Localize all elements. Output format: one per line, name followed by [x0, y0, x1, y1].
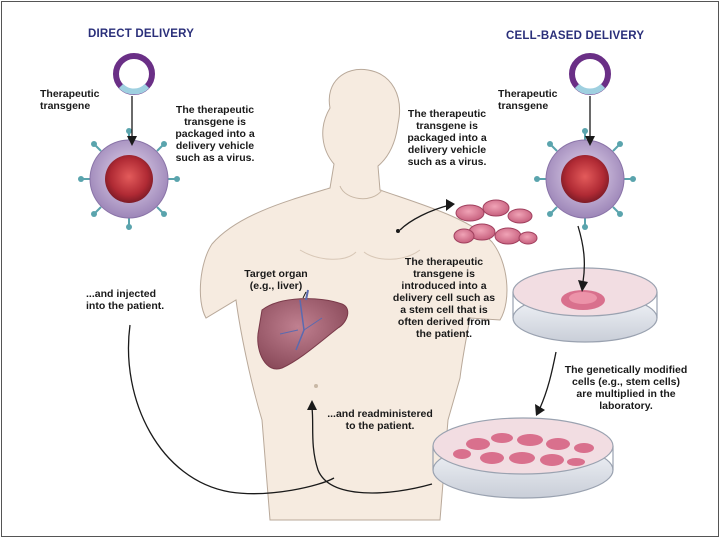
petri-dish-upper — [512, 267, 658, 343]
label-packaged-right: The therapeutic transgene is packaged in… — [407, 108, 487, 168]
stem-cells — [453, 199, 538, 245]
plasmid-left — [113, 53, 155, 95]
label-transgene-right: Therapeutic transgene — [498, 88, 558, 112]
arrows — [127, 96, 591, 495]
arrow-heads — [127, 136, 595, 416]
heading-direct-delivery: DIRECT DELIVERY — [88, 28, 195, 40]
arm-dot — [396, 229, 400, 233]
label-injected: ...and injected into the patient. — [86, 288, 165, 312]
human-figure — [199, 68, 508, 521]
liver — [257, 289, 349, 370]
label-readministered: ...and readministered to the patient. — [327, 408, 433, 432]
petri-dish-lower — [432, 417, 614, 499]
virus-right — [534, 128, 636, 230]
label-packaged-left: The therapeutic transgene is packaged in… — [175, 104, 255, 164]
label-multiplied: The genetically modified cells (e.g., st… — [564, 364, 688, 412]
label-transgene-left: Therapeutic transgene — [40, 88, 100, 112]
label-introduced: The therapeutic transgene is introduced … — [392, 256, 496, 340]
label-target-organ: Target organ (e.g., liver) — [244, 268, 308, 292]
liver-pointer — [302, 291, 307, 299]
heading-cell-based-delivery: CELL-BASED DELIVERY — [506, 30, 645, 42]
plasmid-right — [569, 53, 611, 95]
